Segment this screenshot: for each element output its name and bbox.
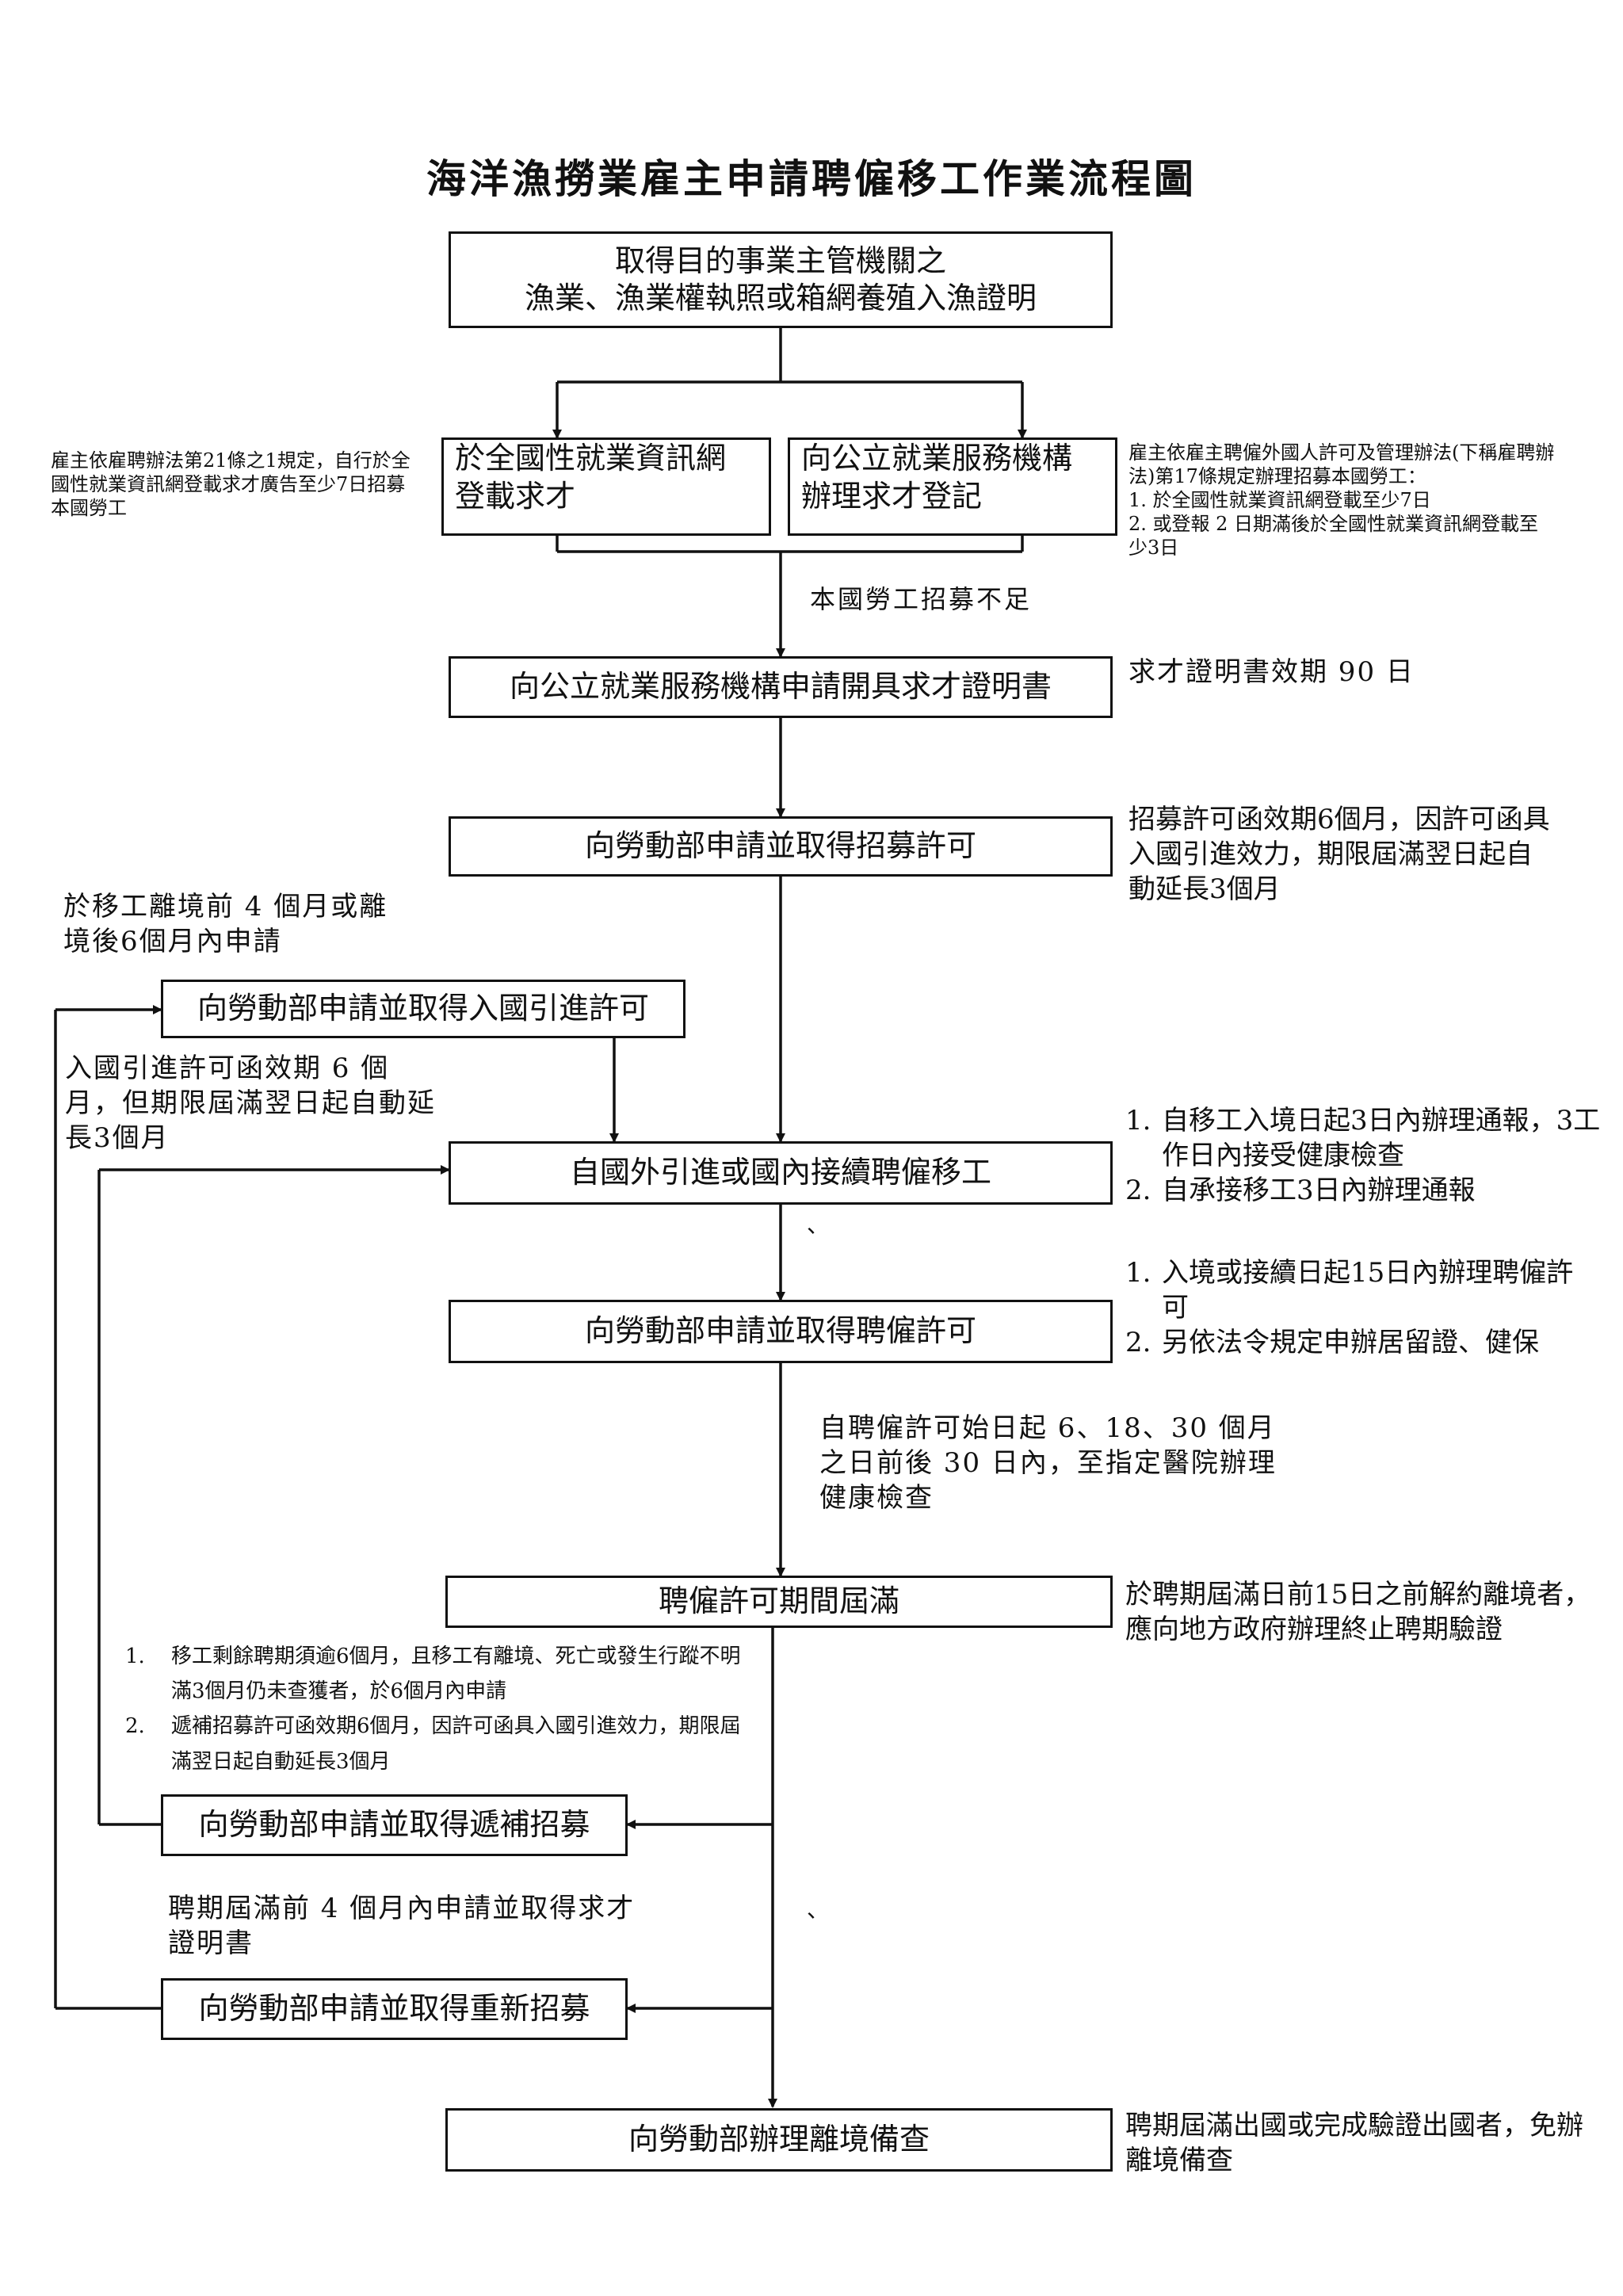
article17-note: 雇主依雇主聘僱外國人許可及管理辦法(下稱雇聘辦法)第17條規定辦理招募本國勞工：… (1128, 441, 1556, 560)
article17-item-2: 2. 或登報 2 日期滿後於全國性就業資訊網登載至少3日 (1128, 513, 1539, 559)
fishery-license-line1: 取得目的事業主管機關之 (614, 243, 946, 278)
employment-note-1: 1.入境或接續日起15日內辦理聘僱許可 (1125, 1257, 1574, 1324)
replacement-note-2: 2.遞補招募許可函效期6個月，因許可函具入國引進效力，期限屆滿翌日起自動延長3個… (125, 1714, 741, 1774)
national-job-site-line2: 登載求才 (455, 478, 576, 514)
employment-notes: 1.入境或接續日起15日內辦理聘僱許可 2.另依法令規定申辦居留證、健保 (1125, 1255, 1585, 1361)
entry-validity-note: 入國引進許可函效期 6 個月，但期限屆滿翌日起自動延長3個月 (65, 1052, 436, 1155)
public-service-box: 向公立就業服務機構 辦理求才登記 (788, 437, 1117, 536)
insufficient-note: 本國勞工招募不足 (810, 584, 1033, 614)
national-job-site-line1: 於全國性就業資訊網 (455, 441, 727, 476)
article17-item-1: 1. 於全國性就業資訊網登載至少7日 (1128, 489, 1431, 511)
entry-apply-timing-note: 於移工離境前 4 個月或離境後6個月內申請 (63, 891, 388, 958)
introduce-note-2: 2.自承接移工3日內辦理通報 (1125, 1175, 1476, 1207)
expire-note: 於聘期屆滿日前15日之前解約離境者，應向地方政府辦理終止聘期驗證 (1125, 1579, 1591, 1646)
recruitment-validity-note: 招募許可函效期6個月，因許可函具入國引進效力，期限屆滿翌日起自動延長3個月 (1128, 804, 1550, 906)
article17-intro: 雇主依雇主聘僱外國人許可及管理辦法(下稱雇聘辦法)第17條規定辦理招募本國勞工： (1128, 441, 1555, 487)
introduce-notes: 1.自移工入境日起3日內辦理通報，3工作日內接受健康檢查 2.自承接移工3日內辦… (1125, 1103, 1601, 1209)
national-job-site-box: 於全國性就業資訊網 登載求才 (441, 437, 771, 536)
employment-note-2: 2.另依法令規定申辦居留證、健保 (1125, 1327, 1539, 1359)
public-service-line1: 向公立就業服務機構 (801, 441, 1073, 476)
departure-record-box: 向勞動部辦理離境備查 (445, 2108, 1113, 2172)
re-recruit-note: 聘期屆滿前 4 個月內申請並取得求才證明書 (168, 1893, 636, 1960)
job-certificate-box: 向公立就業服務機構申請開具求才證明書 (449, 656, 1113, 718)
page-title: 海洋漁撈業雇主申請聘僱移工作業流程圖 (426, 156, 1197, 202)
article21-note: 雇主依雇聘辦法第21條之1規定，自行於全國性就業資訊網登載求才廣告至少7日招募本… (51, 449, 411, 519)
introduce-worker-box: 自國外引進或國內接續聘僱移工 (449, 1141, 1113, 1205)
re-recruit-box: 向勞動部申請並取得重新招募 (161, 1978, 628, 2040)
replacement-recruit-box: 向勞動部申請並取得遞補招募 (161, 1794, 628, 1856)
employment-permit-box: 向勞動部申請並取得聘僱許可 (449, 1300, 1113, 1363)
recruitment-permit-box: 向勞動部申請並取得招募許可 (449, 816, 1113, 877)
replacement-notes: 1.移工剩餘聘期須逾6個月，且移工有離境、死亡或發生行蹤不明滿3個月仍未查獲者，… (125, 1639, 743, 1779)
public-service-line2: 辦理求才登記 (801, 478, 983, 514)
fishery-license-box: 取得目的事業主管機關之 漁業、漁業權執照或箱網養殖入漁證明 (449, 231, 1113, 328)
certificate-validity-note: 求才證明書效期 90 日 (1128, 656, 1415, 688)
entry-permit-box: 向勞動部申請並取得入國引進許可 (161, 980, 685, 1038)
health-check-note: 自聘僱許可始日起 6、18、30 個月之日前後 30 日內，至指定醫院辦理健康檢… (819, 1412, 1277, 1515)
fishery-license-line2: 漁業、漁業權執照或箱網養殖入漁證明 (524, 281, 1037, 315)
permit-expire-box: 聘僱許可期間屆滿 (445, 1576, 1113, 1628)
introduce-note-1: 1.自移工入境日起3日內辦理通報，3工作日內接受健康檢查 (1125, 1105, 1601, 1172)
replacement-note-1: 1.移工剩餘聘期須逾6個月，且移工有離境、死亡或發生行蹤不明滿3個月仍未查獲者，… (125, 1645, 741, 1704)
stray-mark-1: 、 (807, 1212, 830, 1238)
departure-note: 聘期屆滿出國或完成驗證出國者，免辦離境備查 (1125, 2110, 1583, 2177)
stray-mark-2: 、 (807, 1897, 830, 1923)
